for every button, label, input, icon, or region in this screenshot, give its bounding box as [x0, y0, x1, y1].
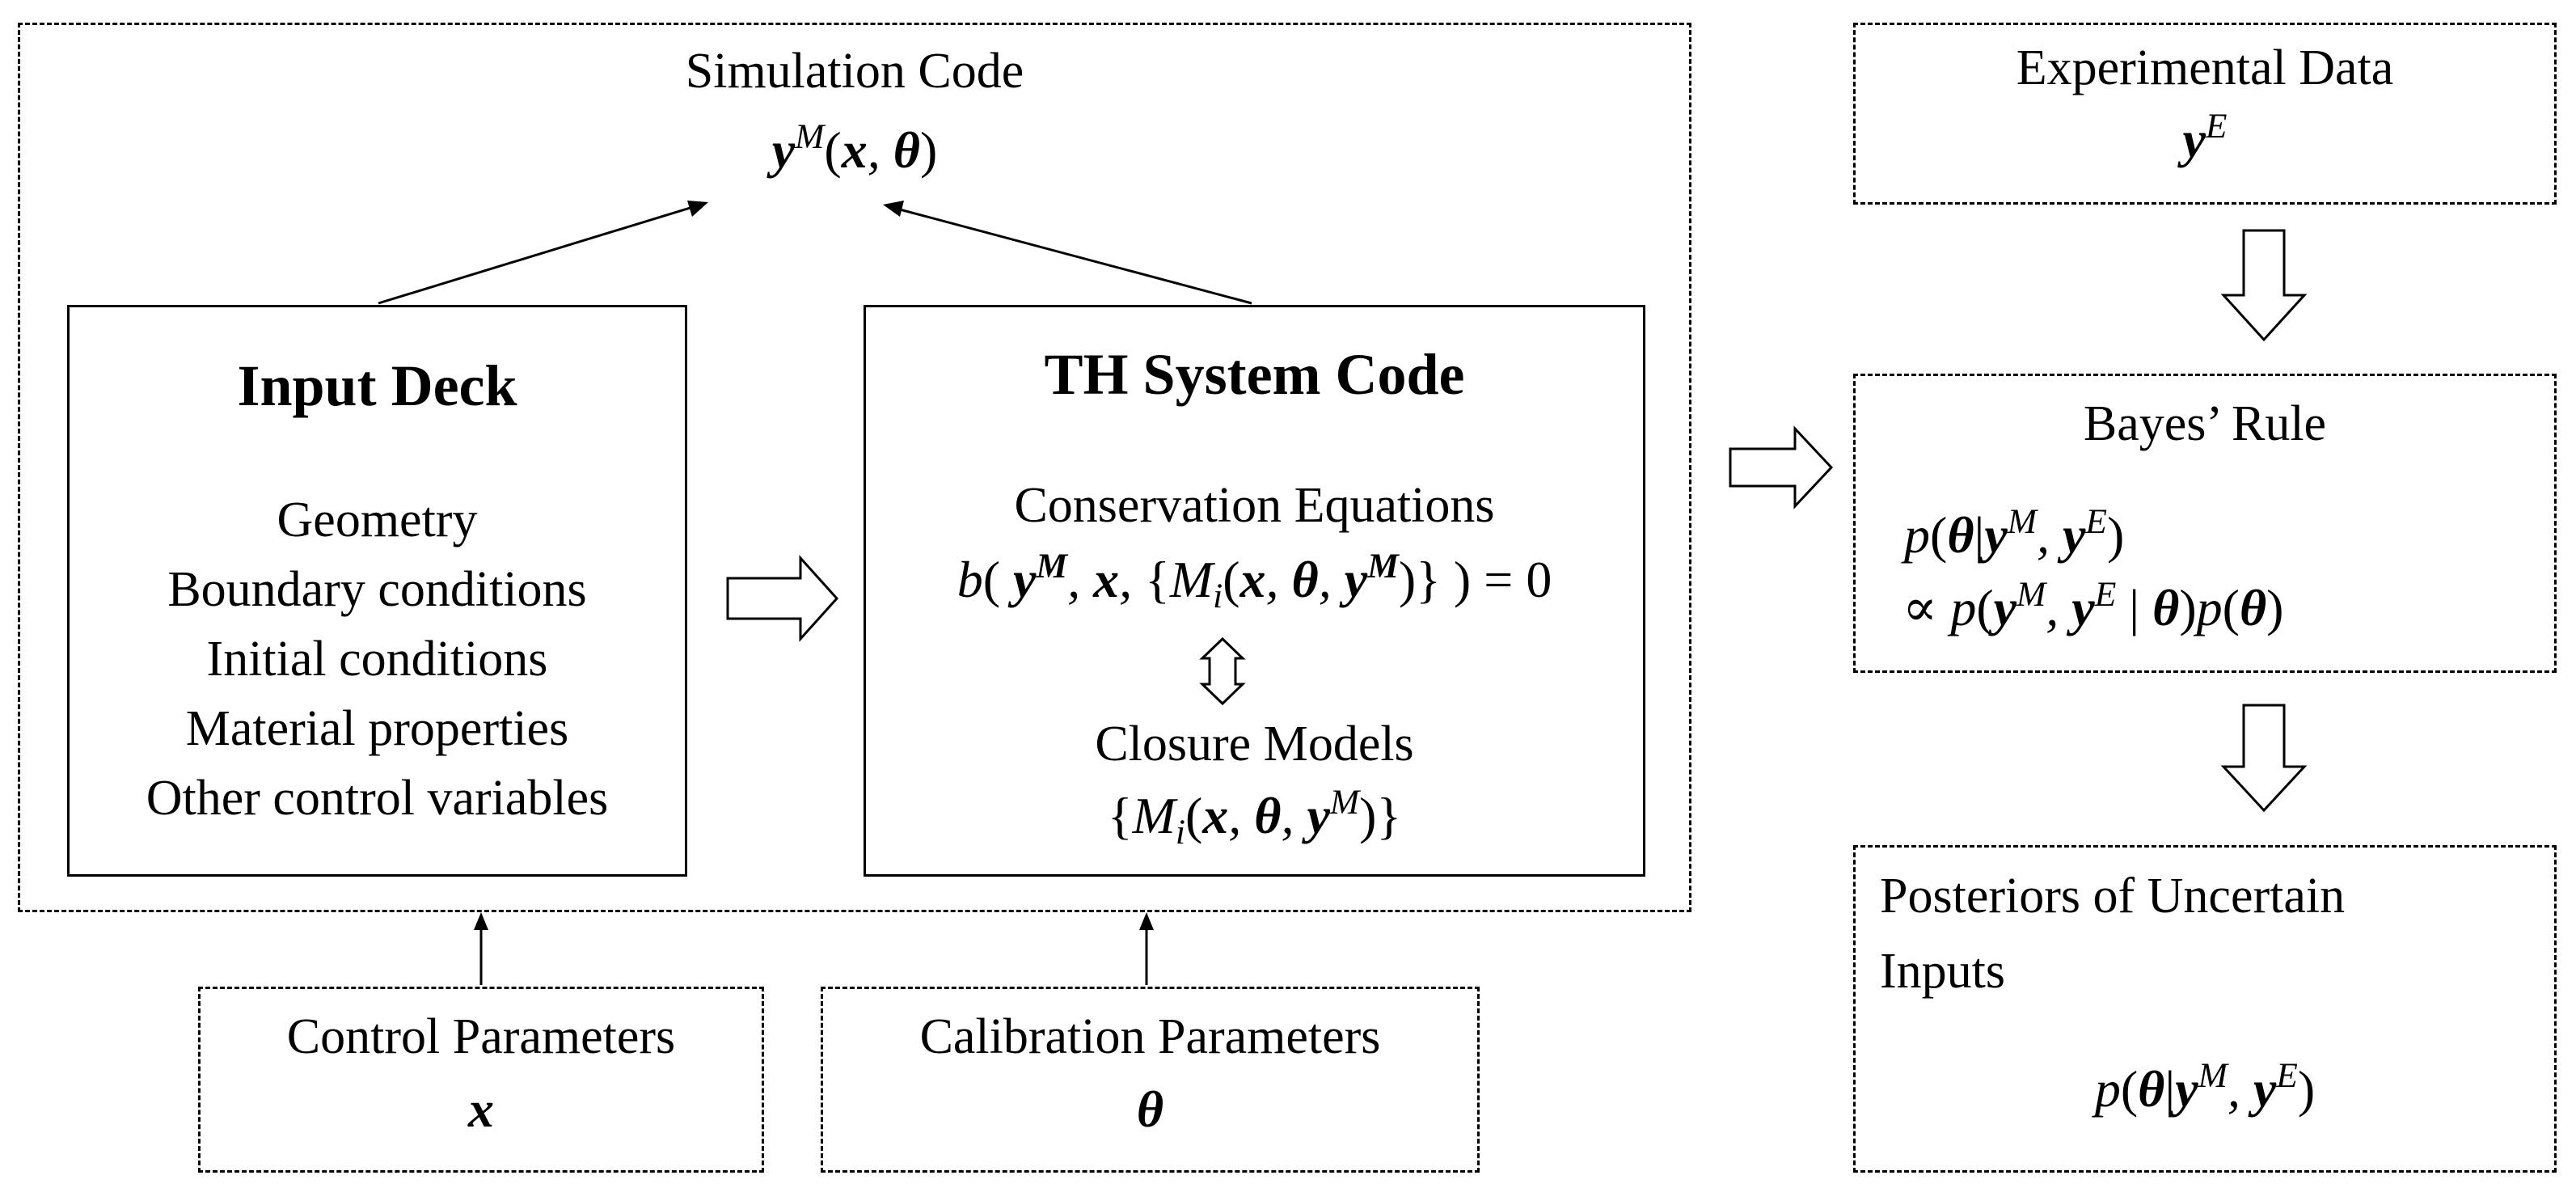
experimental-data-symbol: yE — [2182, 107, 2228, 168]
input-deck-item: Initial conditions — [206, 632, 548, 687]
th-to-simulation-arrowhead — [883, 201, 904, 217]
input-deck-to-simulation-arrow — [378, 202, 704, 305]
posteriors-expression: p(θ|yM, yE) — [2094, 1056, 2316, 1118]
input-deck-item: Other control variables — [146, 771, 609, 826]
closure-models-equation: {Mi(x, θ, yM)} — [1107, 783, 1402, 852]
conservation-equation: b( yM, x, {Mi(x, θ, yM)} ) = 0 — [956, 547, 1552, 616]
bayes-rule-title: Bayes’ Rule — [2083, 396, 2327, 451]
input-deck-title: Input Deck — [237, 353, 517, 418]
simulation-code-box: Simulation Code yM(x, θ) — [18, 23, 1691, 912]
calibration-up-arrowhead — [1139, 912, 1154, 930]
posteriors-title-line2: Inputs — [1880, 944, 2005, 999]
input-deck-box: Input Deck Geometry Boundary conditions … — [67, 305, 687, 877]
input-deck-item: Material properties — [185, 701, 569, 756]
deck-to-th-block-arrow — [726, 555, 839, 642]
simulation-code-title: Simulation Code — [685, 44, 1024, 99]
experimental-to-bayes-block-arrow — [2220, 229, 2308, 342]
calibration-parameters-symbol: θ — [1136, 1080, 1164, 1138]
th-system-title: TH System Code — [1044, 342, 1465, 407]
simulation-to-bayes-block-arrow — [1729, 425, 1834, 509]
posteriors-title-line1: Posteriors of Uncertain — [1880, 869, 2346, 924]
control-parameters-symbol: x — [468, 1080, 494, 1138]
closure-models-label: Closure Models — [1095, 717, 1414, 772]
input-deck-list: Geometry Boundary conditions Initial con… — [70, 485, 685, 833]
bayes-proportional-expression: ∝ p(yM, yE | θ)p(θ) — [1902, 575, 2284, 636]
conservation-equations-label: Conservation Equations — [1014, 478, 1495, 533]
bayes-rule-box: Bayes’ Rule p(θ|yM, yE) ∝ p(yM, yE | θ)p… — [1853, 374, 2557, 673]
control-parameters-label: Control Parameters — [286, 1009, 676, 1064]
input-deck-to-simulation-arrowhead — [687, 201, 708, 217]
bayes-posterior-expression: p(θ|yM, yE) — [1904, 502, 2125, 564]
experimental-data-box: Experimental Data yE — [1853, 23, 2557, 205]
control-up-arrowhead — [474, 912, 488, 930]
control-parameters-box: Control Parameters x — [198, 987, 764, 1173]
experimental-data-label: Experimental Data — [2016, 40, 2394, 95]
calibration-parameters-label: Calibration Parameters — [919, 1009, 1381, 1064]
simulation-equation: yM(x, θ) — [771, 117, 938, 179]
input-deck-item: Geometry — [277, 493, 478, 547]
posteriors-box: Posteriors of Uncertain Inputs p(θ|yM, y… — [1853, 845, 2557, 1173]
conservation-closure-double-arrow — [1199, 636, 1246, 706]
th-to-simulation-arrow — [887, 205, 1252, 305]
bayes-to-posteriors-block-arrow — [2220, 704, 2308, 813]
calibration-parameters-box: Calibration Parameters θ — [821, 987, 1480, 1173]
th-system-code-box: TH System Code Conservation Equations b(… — [864, 305, 1645, 877]
input-deck-item: Boundary conditions — [167, 562, 587, 617]
